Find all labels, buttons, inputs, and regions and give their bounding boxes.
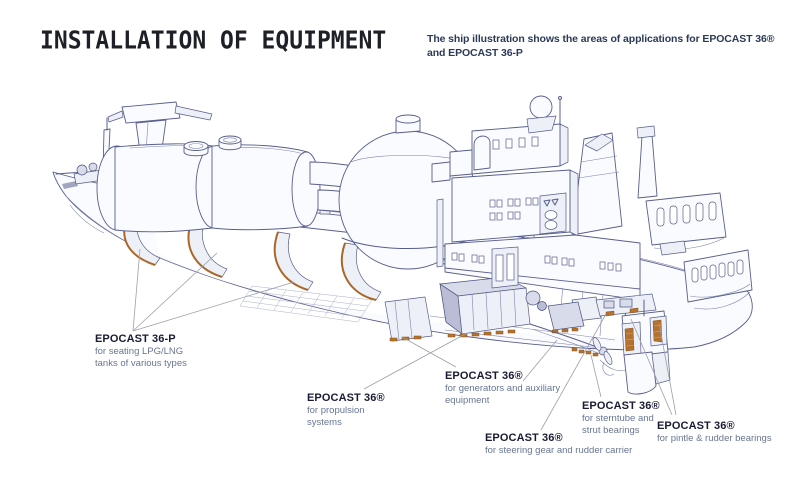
intro-text: The ship illustration shows the areas of… — [427, 33, 775, 60]
annotation-description: for propulsion systems — [307, 405, 365, 429]
annotation-description: for steering gear and rudder carrier — [485, 445, 633, 456]
annotation-product: EPOCAST 36® — [582, 400, 660, 412]
annotation-propulsion: EPOCAST 36® for propulsion systems — [307, 392, 387, 429]
annotation-product: EPOCAST 36-P — [95, 333, 176, 345]
annotation-description: for pintle & rudder bearings — [657, 433, 772, 444]
annotation-pintle-rudder: EPOCAST 36® for pintle & rudder bearings — [657, 420, 792, 445]
annotation-product: EPOCAST 36® — [307, 392, 385, 404]
annotation-tank-seating: EPOCAST 36-P for seating LPG/LNG tanks o… — [95, 333, 200, 370]
annotation-description: for generators and auxiliary equipment — [445, 383, 561, 407]
annotation-generators: EPOCAST 36® for generators and auxiliary… — [445, 370, 580, 407]
rudder — [623, 351, 671, 395]
leader-lines — [132, 248, 677, 431]
annotation-description: for sterntube and strut bearings — [582, 413, 654, 437]
annotation-description: for seating LPG/LNG tanks of various typ… — [95, 346, 187, 370]
annotation-sterntube: EPOCAST 36® for sterntube and strut bear… — [582, 400, 667, 437]
page-title: INSTALLATION OF EQUIPMENT — [40, 27, 387, 56]
stern-gear — [571, 293, 671, 395]
annotation-product: EPOCAST 36® — [445, 370, 523, 382]
engine-casing-vents — [645, 192, 727, 250]
annotation-product: EPOCAST 36® — [657, 420, 735, 432]
annotation-steering-gear: EPOCAST 36® for steering gear and rudder… — [485, 432, 665, 457]
superstructure — [431, 95, 727, 301]
annotation-product: EPOCAST 36® — [485, 432, 563, 444]
funnel — [571, 132, 623, 236]
stern-bulwark — [659, 240, 753, 303]
